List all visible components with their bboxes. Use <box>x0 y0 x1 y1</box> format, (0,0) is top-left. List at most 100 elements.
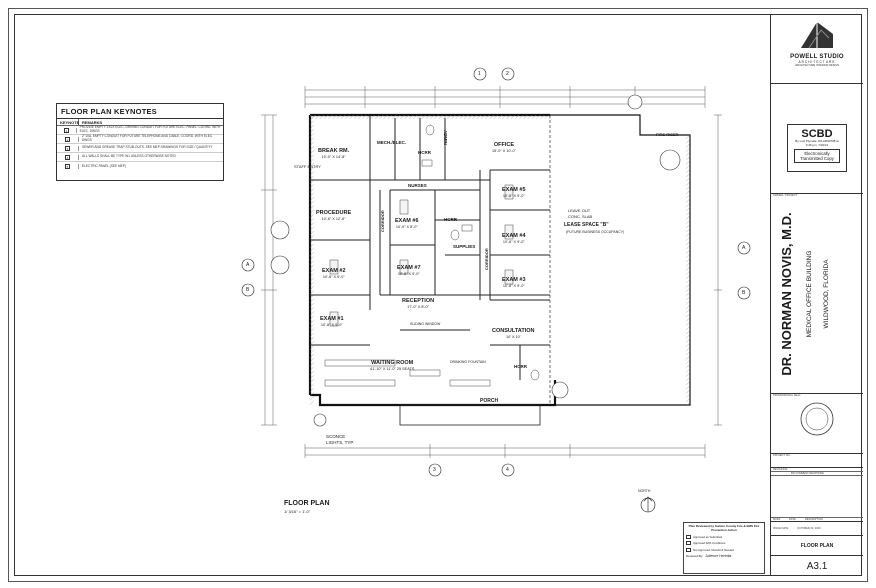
porch <box>399 404 541 426</box>
project-location: WILDWOOD, FLORIDA <box>823 259 830 329</box>
keynote-text: SEWER AND GREASE TRAP STUB-OUTS. SEE MEP… <box>82 145 213 150</box>
project-no-cell: PROJECT NO.: <box>771 454 863 468</box>
lease-note-leave-out: LEAVE OUT <box>568 208 591 213</box>
keynote-text: ELECTRIC PANEL (SEE MEP) <box>82 163 126 168</box>
wall-hatch-left <box>310 115 314 405</box>
lease-space-outline <box>549 114 691 406</box>
toilet-fixtures <box>421 124 540 381</box>
keynote-number: 2 <box>64 136 70 142</box>
review-option: Approved With Conditions <box>686 541 762 545</box>
exam-tables <box>329 184 514 327</box>
revisions-cell: REVISIONS: BD COMMENT RESPONSE MARK DATE… <box>771 468 863 522</box>
keynote-text: ALL WALLS SHALL BE TYPE W1 UNLESS OTHERW… <box>82 154 176 159</box>
firm-name: POWELL STUDIO <box>790 54 844 60</box>
keynote-number: 1 <box>63 127 69 133</box>
grid-bubbles-bottom <box>428 463 515 477</box>
sheet-name-cell: FLOOR PLAN <box>771 536 863 556</box>
fire-review-stamp: Plan Reviewed by Sumter County Fire & EM… <box>683 522 765 574</box>
plan-title: FLOOR PLAN <box>284 500 330 507</box>
bottom-dimension-strings <box>304 444 706 458</box>
issue-date: OCTOBER 20, 2020 <box>796 527 821 530</box>
sheet-border-inner <box>14 14 862 576</box>
sheet-name: FLOOR PLAN <box>800 542 834 549</box>
stamp-agency: SCBD <box>801 128 833 140</box>
professional-seal-icon <box>800 402 834 436</box>
revision-entry: BD COMMENT RESPONSE <box>771 471 863 476</box>
floor-plan-linework <box>241 67 751 513</box>
lease-space-label: LEASE SPACE "B" <box>564 222 609 228</box>
title-block: POWELL STUDIO ARCHITECTURE ARCHITECTURE … <box>770 14 863 576</box>
firm-subtitle: ARCHITECTURE <box>798 60 836 64</box>
keynotes-header: KEYNOTE REMARKS <box>57 119 223 126</box>
fire-riser-label: FIRE RISER <box>656 132 679 137</box>
right-dimension-strings <box>714 114 722 426</box>
grid-bubble-label: A <box>742 245 746 251</box>
grid-bubbles-left <box>241 258 255 297</box>
client-label: OWNER / PROJECT: <box>773 194 798 197</box>
keynote-number: 3 <box>65 145 70 151</box>
room-label-hcrr-center: HCRR <box>444 217 457 222</box>
revisions-label: REVISIONS: <box>773 468 788 471</box>
seal-cell: PROFESSIONAL SEAL: <box>771 394 863 454</box>
grid-bubble-label: 1 <box>478 71 481 77</box>
review-option: Not Approved, Resubmit Needed <box>686 547 762 552</box>
keynote-number: 4 <box>65 154 70 160</box>
grid-bubble-label: 4 <box>506 467 509 473</box>
review-checkbox <box>686 547 691 552</box>
remarks-column-header: REMARKS <box>82 119 103 125</box>
review-checkbox <box>686 541 691 545</box>
room-label-porch: PORCH <box>480 398 499 404</box>
firm-logo-cell: POWELL STUDIO ARCHITECTURE ARCHITECTURE … <box>771 14 863 84</box>
floor-plan-drawing: BREAK RM.10'-0" X 14'-8" MECH./ELEC. HCR… <box>230 60 760 520</box>
grid-bubble-label: A <box>246 262 250 268</box>
sconce-note: SCONCE <box>326 434 346 439</box>
room-label-hcrr-public: HCRR <box>514 364 527 369</box>
keynote-column-header: KEYNOTE <box>57 119 79 125</box>
corridor-label-west: CORRIDOR <box>380 210 385 232</box>
review-title: Plan Reviewed by Sumter County Fire & EM… <box>688 524 760 532</box>
grid-bubble-label: B <box>742 290 746 296</box>
room-label-hcrr-staff: HCRR <box>418 150 431 155</box>
drinking-fountain-label: DRINKING FOUNTAIN <box>450 360 486 364</box>
north-label: NORTH <box>638 489 651 493</box>
stamp-time: 3:46 pm, 7/23/21 <box>805 142 829 147</box>
wall-hatch-top <box>310 115 550 119</box>
firm-logo-icon <box>801 22 833 49</box>
review-option: Approved as Submitted <box>686 534 762 539</box>
grid-bubble-label: B <box>246 287 250 293</box>
revision-columns: MARK DATE DESCRIPTION <box>771 517 863 521</box>
room-label-break-room: BREAK RM.10'-0" X 14'-8" <box>318 148 350 159</box>
sheet-number: A3.1 <box>806 560 828 572</box>
issue-date-cell: ISSUE DATE: OCTOBER 20, 2020 <box>771 522 863 536</box>
grid-bubbles-right <box>737 241 751 300</box>
grid-bubble-label: 3 <box>433 467 436 473</box>
plan-scale: 1/ 3/16" = 1'-0" <box>284 509 311 514</box>
interior-walls <box>310 115 550 380</box>
landscape-shrubs <box>270 94 681 427</box>
project-cell: OWNER / PROJECT: DR. NORMAN NOVIS, M.D. … <box>771 194 863 394</box>
sheet-number-cell: A3.1 <box>771 556 863 576</box>
top-dimension-strings <box>304 86 706 108</box>
keynote-row: 4 ALL WALLS SHALL BE TYPE W1 UNLESS OTHER… <box>57 153 223 162</box>
keynote-row: 3 SEWER AND GREASE TRAP STUB-OUTS. SEE ME… <box>57 144 223 153</box>
firm-services: ARCHITECTURE INTERIOR DESIGN <box>794 64 840 67</box>
sheet-border-outer <box>8 8 868 582</box>
sconce-note-typ: LIGHTS, TYP. <box>326 440 355 445</box>
room-label-mech-elec: MECH./ELEC. <box>377 140 407 145</box>
